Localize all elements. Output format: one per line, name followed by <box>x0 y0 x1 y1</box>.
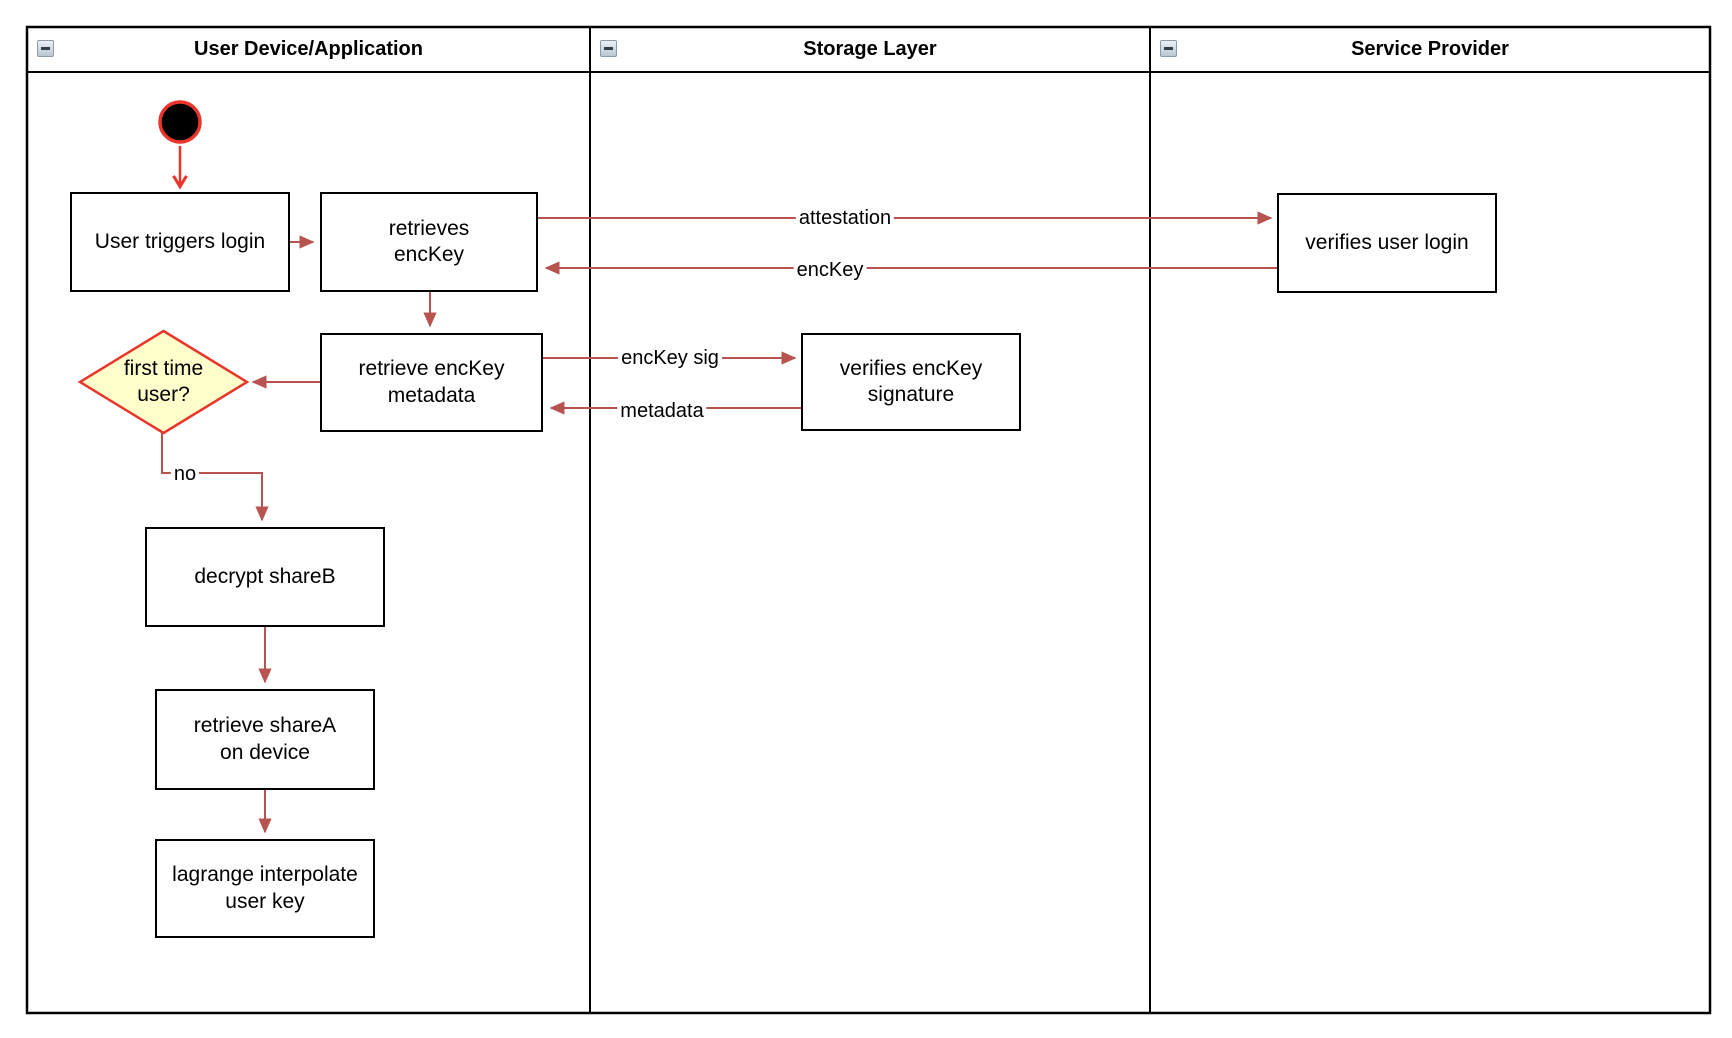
edge-label-attestation: attestation <box>795 207 895 229</box>
lane-header-storage-layer: Storage Layer <box>803 38 937 60</box>
minus-icon <box>1164 47 1173 50</box>
collapse-icon[interactable] <box>600 40 617 57</box>
minus-icon <box>41 47 50 50</box>
edge-label-no: no <box>170 463 200 485</box>
start-node[interactable] <box>158 100 202 144</box>
activity-retrieve-sharea[interactable]: retrieve shareA on device <box>155 689 375 790</box>
lane-header-user-device: User Device/Application <box>194 38 423 60</box>
edge-label-enckey: encKey <box>793 259 867 281</box>
pool-frame <box>25 25 1712 1015</box>
edge-label-enckey-sig: encKey sig <box>618 347 722 369</box>
decision-first-time-user[interactable] <box>77 329 250 435</box>
collapse-icon[interactable] <box>1160 40 1177 57</box>
edge-label-metadata: metadata <box>617 400 707 422</box>
collapse-icon[interactable] <box>37 40 54 57</box>
minus-icon <box>604 47 613 50</box>
activity-user-triggers-login[interactable]: User triggers login <box>70 192 290 292</box>
activity-lagrange-interpolate[interactable]: lagrange interpolate user key <box>155 839 375 938</box>
activity-verifies-user-login[interactable]: verifies user login <box>1277 193 1497 293</box>
activity-retrieve-enckey-metadata[interactable]: retrieve encKey metadata <box>320 333 543 432</box>
decision-label: first time user? <box>123 357 204 406</box>
activity-retrieves-enckey[interactable]: retrieves encKey <box>320 192 538 292</box>
activity-verifies-enckey-signature[interactable]: verifies encKey signature <box>801 333 1021 431</box>
lane-header-service-provider: Service Provider <box>1351 38 1509 60</box>
activity-decrypt-shareb[interactable]: decrypt shareB <box>145 527 385 627</box>
flow-decision-no <box>161 433 269 522</box>
